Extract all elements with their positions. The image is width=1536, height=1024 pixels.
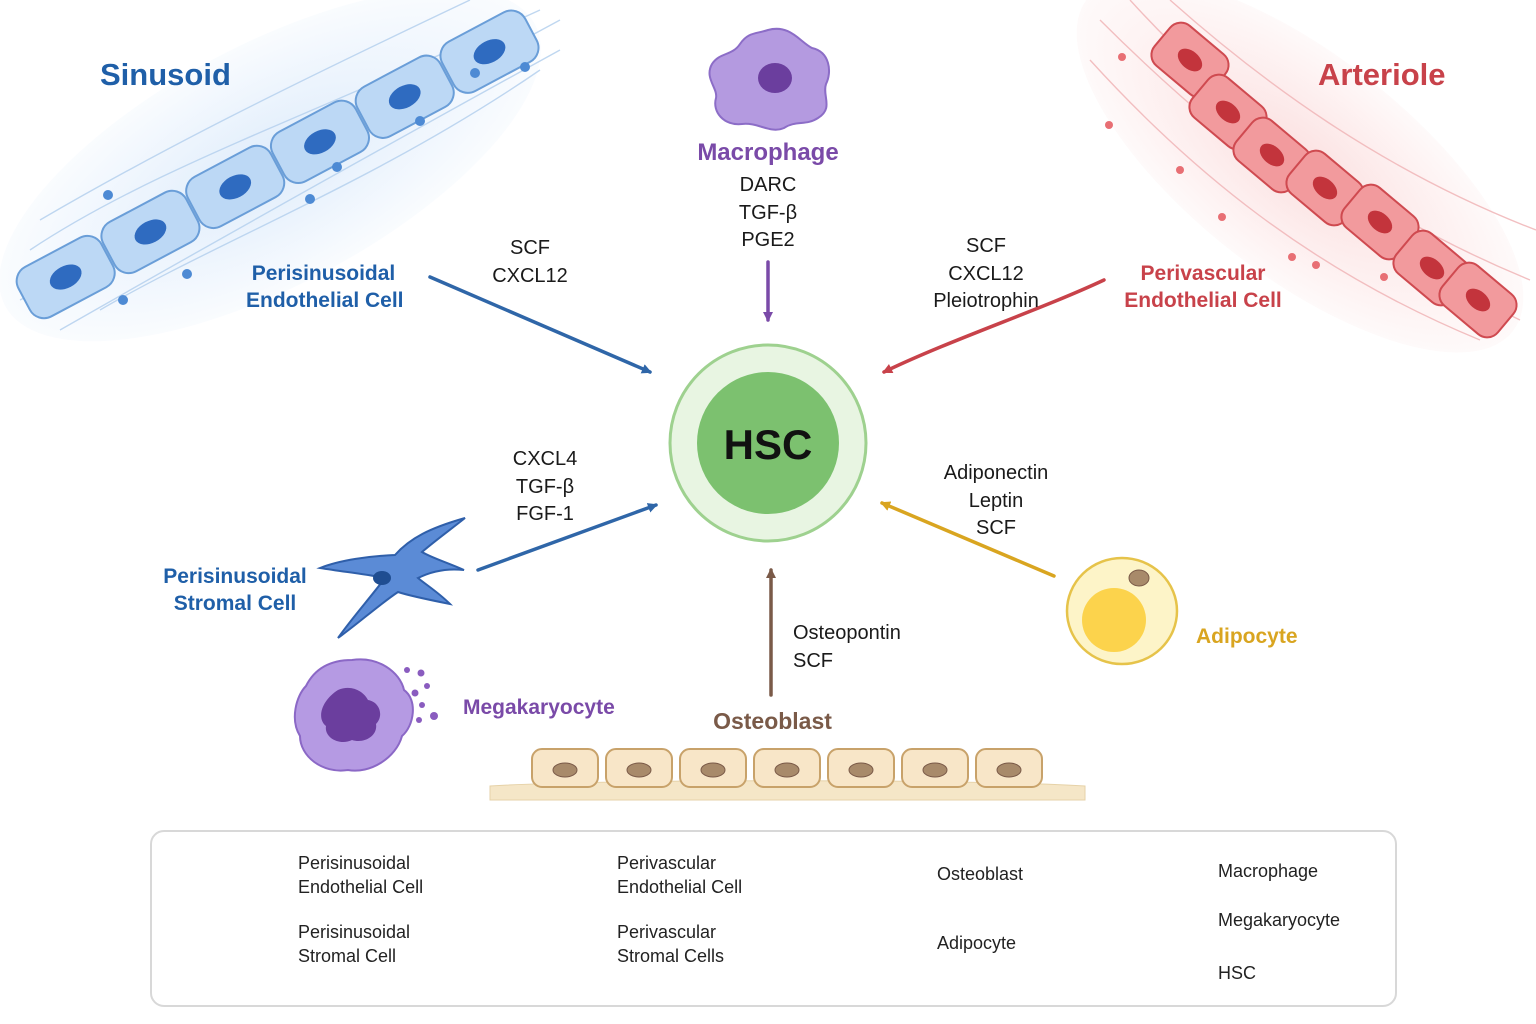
macrophage-factors: DARC TGF-β PGE2 [718, 172, 818, 255]
legend-line2: Endothelial Cell [617, 876, 743, 897]
megakaryocyte-label: Megakaryocyte [463, 696, 615, 719]
perisinusoidal-stromal-label-line2: Stromal Cell [173, 592, 297, 616]
perivascular-endothelial-label: Perivascular Endothelial Cell [1118, 260, 1288, 315]
osteoblast-label: Osteoblast [713, 708, 832, 734]
osteoblast-cell [605, 748, 673, 788]
signal-arrows [428, 260, 1106, 697]
factor-leptin: Leptin [968, 489, 1024, 512]
adipocyte-factors: Adiponectin Leptin SCF [936, 460, 1056, 543]
factor-osteopontin: Osteopontin [793, 622, 901, 644]
arteriole-title: Arteriole [1318, 57, 1446, 92]
perisinusoidal-endothelial-label: Perisinusoidal Endothelial Cell [246, 260, 404, 315]
legend-line1: Perisinusoidal [298, 853, 411, 873]
legend-label-macrophage: Macrophage [1218, 861, 1319, 881]
arteriole-vessel [1076, 0, 1536, 353]
legend-line1: Perivascular [617, 922, 717, 942]
legend-label-osteoblast: Osteoblast [937, 864, 1024, 884]
factor-scf: SCF [966, 235, 1006, 257]
legend-label-hsc: HSC [1218, 963, 1257, 983]
factor-cxcl12: CXCL12 [948, 262, 1024, 285]
factor-tgf-beta: TGF-β [738, 201, 798, 224]
factor-tgf-beta: TGF-β [515, 475, 575, 498]
sinusoid-endothelial-cell [185, 144, 286, 230]
factor-adiponectin: Adiponectin [943, 462, 1049, 484]
megakaryocyte-cell [293, 658, 438, 772]
legend-line2: Stromal Cells [617, 945, 725, 966]
factor-cxcl4: CXCL4 [512, 448, 578, 470]
legend-label-perivascular-stromal: Perivascular Stromal Cells [617, 921, 724, 969]
arteriole-endothelial-cell [1340, 183, 1420, 261]
perivascular-endothelial-label-line1: Perivascular [1140, 262, 1266, 285]
arrow-perisinusoidal-endothelial [428, 275, 652, 374]
arrow-adipocyte [880, 501, 1056, 578]
sinusoid-vessel [0, 0, 561, 342]
osteoblast-cell [531, 748, 599, 788]
adipocyte-cell [1065, 556, 1179, 666]
sinusoid-title: Sinusoid [100, 57, 231, 92]
hsc-label: HSC [723, 421, 813, 468]
factor-scf: SCF [793, 649, 833, 672]
factor-fgf-1: FGF-1 [516, 503, 574, 526]
sinusoid-endothelial-cell [100, 189, 201, 275]
osteoblast-cell [827, 748, 895, 788]
perisinusoidal-stromal-label: Perisinusoidal Stromal Cell [160, 563, 310, 618]
legend-label-megakaryocyte: Megakaryocyte [1218, 910, 1341, 930]
factor-darc: DARC [739, 174, 797, 196]
osteoblast-layer [489, 748, 1086, 801]
osteoblast-cell [753, 748, 821, 788]
hsc-cell [668, 343, 868, 543]
legend-label-perisinusoidal-endothelial: Perisinusoidal Endothelial Cell [298, 852, 423, 900]
perivascular-endothelial-label-line2: Endothelial Cell [1124, 289, 1282, 313]
osteoblast-cell [679, 748, 747, 788]
osteoblast-factors: Osteopontin SCF [793, 620, 901, 675]
osteoblast-cell [901, 748, 969, 788]
osteoblast-cell [975, 748, 1043, 788]
legend-line2: Stromal Cell [298, 945, 397, 966]
factor-scf: SCF [976, 517, 1016, 540]
legend [150, 830, 1397, 1007]
factor-cxcl12: CXCL12 [492, 264, 568, 287]
adipocyte-label: Adipocyte [1196, 625, 1298, 648]
arrow-perivascular-endothelial [882, 278, 1106, 374]
perivascular-endothelial-factors: SCF CXCL12 Pleiotrophin [926, 233, 1046, 316]
factor-scf: SCF [510, 237, 550, 259]
perisinusoidal-stromal-factors: CXCL4 TGF-β FGF-1 [495, 446, 595, 529]
perisinusoidal-endothelial-factors: SCF CXCL12 [480, 235, 580, 290]
legend-line1: Perisinusoidal [298, 922, 411, 942]
perisinusoidal-endothelial-label-line1: Perisinusoidal [251, 262, 396, 285]
sinusoid-endothelial-cell [439, 9, 540, 94]
perisinusoidal-stromal-cell [316, 517, 466, 639]
sinusoid-endothelial-cell [15, 234, 116, 320]
legend-label-perivascular-endothelial: Perivascular Endothelial Cell [617, 852, 742, 900]
arteriole-endothelial-cell [1438, 261, 1518, 339]
factor-pleiotrophin: Pleiotrophin [933, 290, 1039, 313]
legend-line1: Perivascular [617, 853, 717, 873]
macrophage-label: Macrophage [697, 139, 839, 166]
macrophage-cell [708, 27, 830, 131]
factor-pge2: PGE2 [741, 229, 795, 252]
perisinusoidal-stromal-label-line1: Perisinusoidal [163, 565, 307, 588]
perisinusoidal-endothelial-label-line2: Endothelial Cell [246, 289, 404, 313]
legend-label-perisinusoidal-stromal: Perisinusoidal Stromal Cell [298, 921, 410, 969]
legend-line2: Endothelial Cell [298, 876, 424, 897]
arrow-perisinusoidal-stromal [476, 503, 658, 572]
legend-label-adipocyte: Adipocyte [937, 933, 1017, 953]
